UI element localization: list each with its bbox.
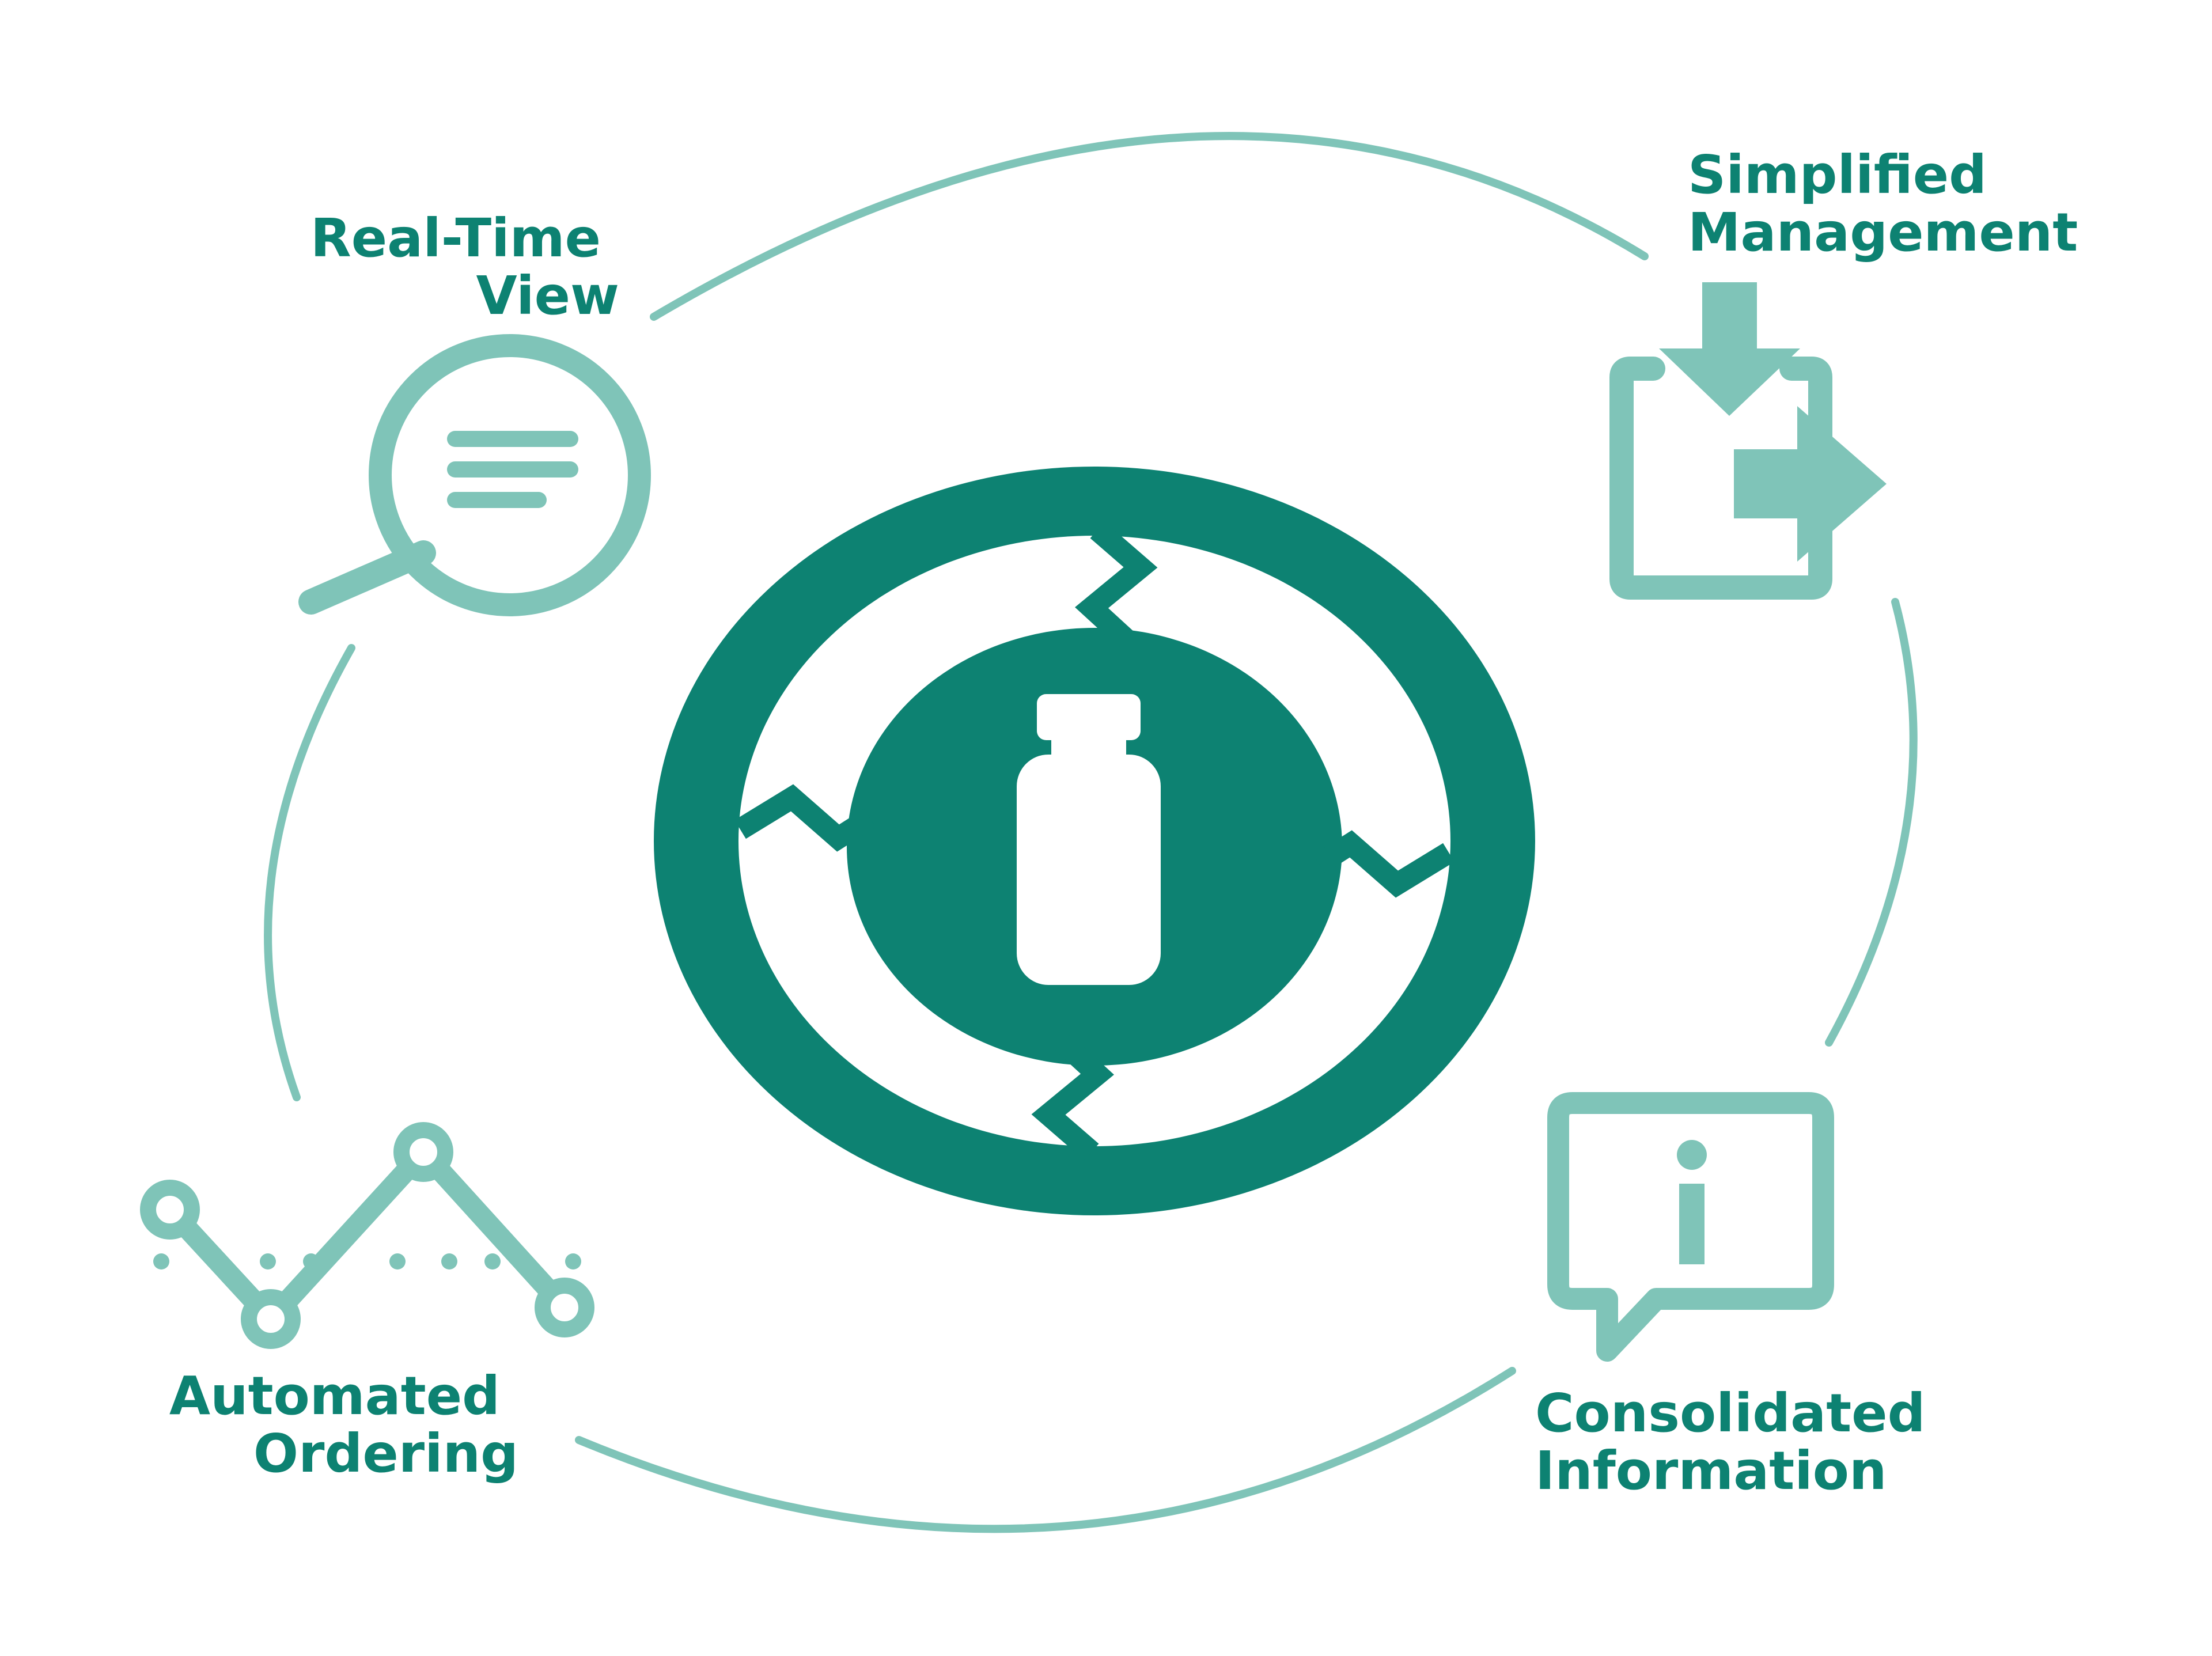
separator-left — [734, 784, 876, 852]
line-graph-icon — [140, 1122, 594, 1349]
cycle-arc-bottom — [575, 1367, 1516, 1533]
label-line: Management — [1688, 202, 2078, 263]
info-bubble-icon — [1547, 1092, 1834, 1362]
label-consolidated-information: Consolidated Information — [1535, 1382, 1944, 1502]
label-line: View — [476, 265, 619, 327]
separator-top — [1075, 521, 1158, 648]
label-real-time-view: Real-Time View — [310, 207, 619, 327]
cycle-arc-left — [264, 644, 355, 1101]
bottle-cycle-icon — [654, 467, 1535, 1215]
bottle-icon — [1017, 694, 1161, 985]
label-line: Simplified — [1688, 144, 1987, 206]
cycle-ring — [264, 132, 1918, 1533]
clipboard-arrows-icon — [1609, 282, 1887, 600]
item-real-time-view: Real-Time View — [298, 207, 651, 616]
cycle-arc-top — [650, 132, 1649, 321]
item-simplified-management: Simplified Management — [1609, 144, 2078, 600]
label-line: Ordering — [253, 1423, 518, 1484]
item-consolidated-information: Consolidated Information — [1535, 1092, 1944, 1502]
label-line: Automated — [169, 1365, 500, 1427]
label-line: Consolidated — [1535, 1382, 1925, 1444]
label-line: Information — [1535, 1440, 1887, 1502]
label-line: Real-Time — [310, 207, 601, 269]
label-automated-ordering: Automated Ordering — [169, 1365, 518, 1484]
magnifier-icon — [298, 334, 651, 616]
cycle-arc-right — [1825, 598, 1918, 1047]
separator-bottom — [1031, 1034, 1114, 1161]
separator-right — [1313, 830, 1455, 898]
item-automated-ordering: Automated Ordering — [140, 1122, 594, 1484]
label-simplified-management: Simplified Management — [1688, 144, 2078, 263]
